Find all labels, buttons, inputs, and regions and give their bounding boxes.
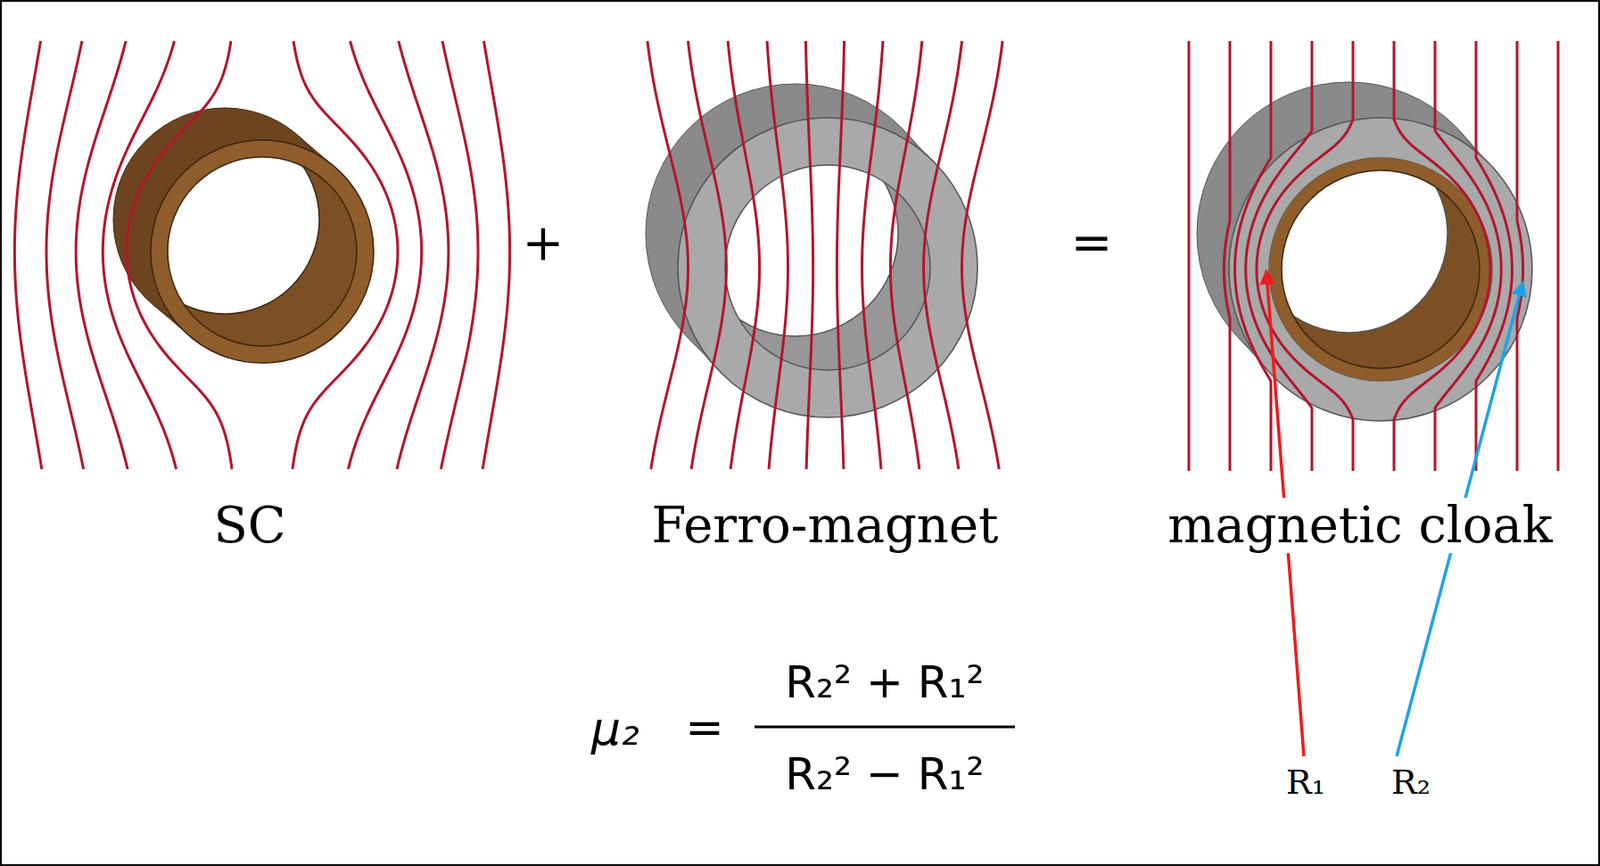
field-line	[292, 41, 398, 470]
fraction-bar	[754, 725, 1015, 729]
field-line	[482, 41, 510, 470]
panel-caption: magnetic cloak	[1163, 497, 1556, 553]
field-line	[396, 41, 449, 470]
field-line	[890, 41, 922, 470]
cylinders	[113, 82, 1533, 421]
field-line	[647, 41, 689, 470]
field-line	[440, 41, 479, 470]
radius-label: R₁	[1282, 764, 1329, 802]
field-line	[1557, 41, 1560, 471]
panel-caption: SC	[209, 497, 289, 553]
field-line	[46, 41, 84, 470]
field-line	[1187, 41, 1191, 471]
field-line	[1223, 41, 1230, 471]
field-line	[347, 41, 421, 470]
field-line	[126, 41, 232, 470]
field-line	[767, 41, 788, 470]
formula-denominator: R₂² − R₁²	[781, 750, 988, 800]
field-line	[14, 41, 42, 470]
cylinder	[113, 107, 374, 363]
field-line	[836, 41, 844, 470]
field-line	[1245, 41, 1312, 471]
field-line	[1476, 41, 1512, 471]
equals-sign: =	[1067, 214, 1117, 271]
plus-sign: +	[519, 214, 569, 271]
field-line	[1235, 41, 1271, 471]
field-line	[1517, 41, 1524, 471]
formula-equals: =	[681, 701, 728, 753]
field-line	[687, 41, 726, 470]
field-line	[102, 41, 176, 470]
field-line	[1256, 41, 1353, 471]
field-lines	[14, 41, 1559, 471]
formula-numerator: R₂² + R₁²	[781, 658, 988, 708]
radius-label: R₂	[1387, 764, 1435, 802]
field-line	[923, 41, 963, 470]
field-line	[727, 41, 759, 470]
formula-symbol: μ₂	[587, 703, 644, 755]
field-line	[862, 41, 883, 470]
panel-caption: Ferro-magnet	[647, 497, 1002, 553]
field-line	[805, 41, 813, 470]
field-line	[962, 41, 1004, 470]
